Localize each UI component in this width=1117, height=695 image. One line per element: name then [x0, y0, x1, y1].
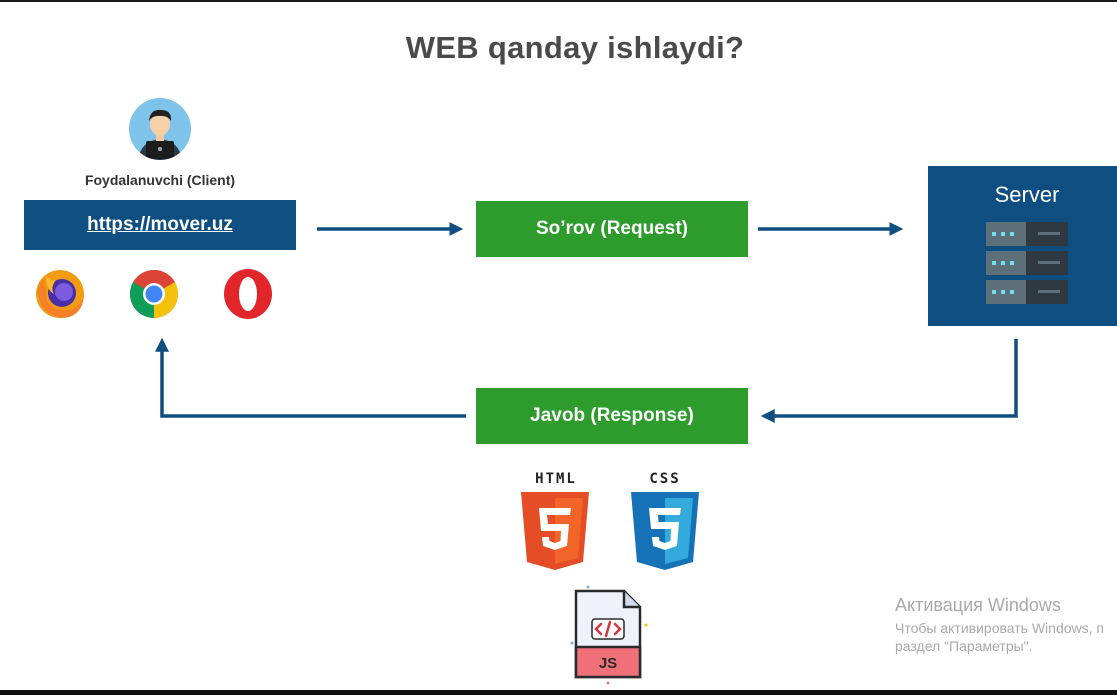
- page-title: WEB qanday ishlaydi?: [405, 30, 745, 65]
- css-label: CSS: [649, 471, 681, 487]
- windows-activation-watermark: Активация Windows Чтобы активировать Win…: [895, 595, 1104, 654]
- html-label: HTML: [535, 471, 577, 487]
- js-label: JS: [599, 655, 617, 672]
- url-link[interactable]: https://mover.uz: [87, 214, 233, 235]
- watermark-line-1: Активация Windows: [895, 595, 1061, 615]
- html5-icon: [521, 492, 589, 570]
- watermark-line-3: раздел "Параметры".: [895, 638, 1033, 654]
- arrow-response-to-client: [155, 337, 466, 418]
- js-file-icon: JS: [570, 585, 648, 685]
- arrow-server-to-response: [760, 339, 1018, 423]
- server-box: Server: [928, 166, 1117, 326]
- firefox-icon: [36, 270, 84, 318]
- request-box: So’rov (Request): [476, 201, 748, 257]
- watermark-line-2: Чтобы активировать Windows, п: [895, 620, 1104, 636]
- css3-icon: [631, 492, 699, 570]
- opera-icon: [224, 269, 272, 319]
- client-label: Foydalanuvchi (Client): [84, 172, 236, 188]
- url-bar[interactable]: https://mover.uz: [24, 200, 296, 250]
- server-label: Server: [994, 182, 1060, 207]
- bottom-border: [0, 690, 1117, 695]
- response-box: Javob (Response): [476, 388, 748, 444]
- user-avatar-icon: [129, 98, 191, 160]
- server-rack-icon: [986, 222, 1068, 304]
- chrome-icon: [129, 269, 179, 318]
- top-border: [0, 0, 1117, 2]
